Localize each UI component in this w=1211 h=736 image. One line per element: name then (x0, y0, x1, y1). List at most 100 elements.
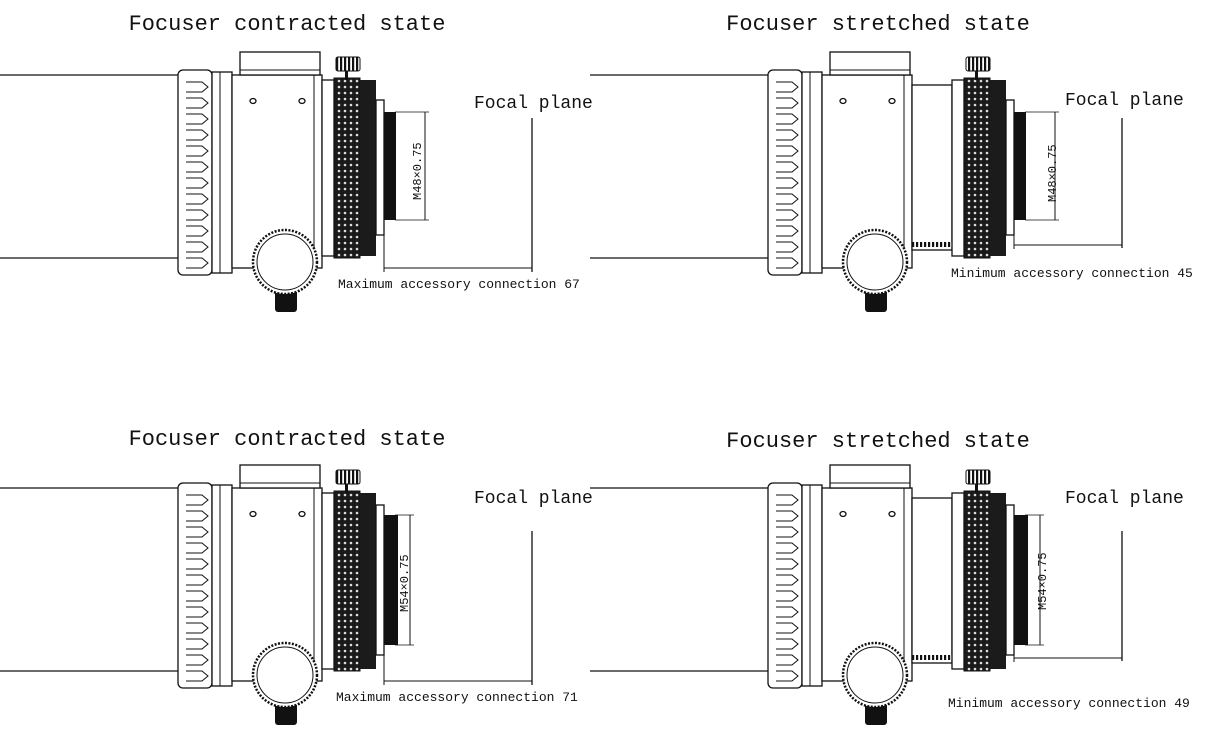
adapter (1005, 504, 1015, 656)
ring-rib (186, 638, 209, 650)
ring-rib (776, 574, 799, 586)
focus-knob (251, 228, 319, 296)
focus-knob-fine (865, 703, 887, 725)
ring-rib (186, 209, 209, 221)
focuser-ring-base (321, 492, 335, 670)
ring-rib (186, 494, 209, 506)
lock-screw-knob (965, 469, 991, 485)
thread-label: M54×0.75 (1036, 552, 1050, 610)
ring-rib (776, 526, 799, 538)
ring-rib (776, 97, 799, 109)
adapter (1005, 99, 1015, 236)
focuser-ring-base (321, 79, 335, 257)
ring-band (990, 493, 1006, 669)
focuser-ring-base (951, 79, 965, 257)
ring-band (360, 80, 376, 256)
ring-rib (776, 177, 799, 189)
ring-rib (186, 81, 209, 93)
focuser-ring-base (951, 492, 965, 670)
ring-rib (186, 257, 209, 269)
ring-rib (776, 113, 799, 125)
screw-hole (298, 510, 306, 518)
focus-knob-fine (865, 290, 887, 312)
panel-top-left: Focuser contracted state Focal plane M48… (0, 12, 593, 312)
focus-knob-inner (846, 646, 904, 704)
lock-screw-knob (335, 469, 361, 485)
focal-plane-label: Focal plane (474, 94, 593, 114)
connection-label: Maximum accessory connection 71 (336, 690, 578, 705)
panel-title: Focuser contracted state (129, 12, 446, 37)
thread-adapter (1014, 515, 1028, 645)
ring-rib (186, 670, 209, 682)
ring-rib (776, 209, 799, 221)
ring-rib (186, 113, 209, 125)
thread-label: M48×0.75 (411, 142, 425, 200)
screw-hole (249, 510, 257, 518)
panel-title: Focuser stretched state (726, 429, 1030, 454)
ring-rib (776, 241, 799, 253)
thread-adapter (384, 515, 398, 645)
ring-rib (186, 145, 209, 157)
focus-knob (841, 641, 909, 709)
collar (211, 71, 233, 274)
ring-rib (776, 145, 799, 157)
screw-hole (298, 97, 306, 105)
mount-rail (239, 464, 321, 489)
connection-label: Minimum accessory connection 45 (951, 266, 1193, 281)
draw-tube (911, 497, 953, 664)
ring-rib (186, 622, 209, 634)
ring-rib (186, 241, 209, 253)
focal-plane-label: Focal plane (1065, 91, 1184, 111)
lock-screw-stem (975, 70, 978, 80)
focus-knob-fine (275, 290, 297, 312)
ring-rib (776, 622, 799, 634)
ring-rib (776, 510, 799, 522)
knurled-ring (333, 77, 361, 259)
ring-rib (186, 161, 209, 173)
ring-rib (186, 177, 209, 189)
ring-rib (776, 494, 799, 506)
ring-rib (186, 97, 209, 109)
ring-rib (186, 510, 209, 522)
screw-hole (888, 510, 896, 518)
ring-rib (776, 129, 799, 141)
ring-band (990, 80, 1006, 256)
focus-knob-inner (846, 233, 904, 291)
ring-rib (186, 590, 209, 602)
focus-knob-inner (256, 233, 314, 291)
rack-gear (912, 242, 952, 247)
connection-label: Minimum accessory connection 49 (948, 696, 1190, 711)
ring-rib (186, 542, 209, 554)
collar (211, 484, 233, 687)
ring-rib (776, 257, 799, 269)
focal-plane-label: Focal plane (1065, 489, 1184, 509)
knurled-ring (333, 490, 361, 672)
screw-hole (249, 97, 257, 105)
collar (801, 484, 823, 687)
lock-screw-knob (965, 56, 991, 72)
focus-knob-inner (256, 646, 314, 704)
ring-rib (776, 654, 799, 666)
adapter (375, 504, 385, 656)
screw-hole (839, 510, 847, 518)
screw-hole (839, 97, 847, 105)
thread-label: M54×0.75 (398, 554, 412, 612)
ring-rib (776, 161, 799, 173)
ring-rib (776, 590, 799, 602)
mount-rail (239, 51, 321, 76)
lock-screw-stem (975, 483, 978, 493)
focal-plane-label: Focal plane (474, 489, 593, 509)
screw-hole (888, 97, 896, 105)
panel-title: Focuser stretched state (726, 12, 1030, 37)
focus-knob (841, 228, 909, 296)
ring-rib (776, 193, 799, 205)
ring-rib (186, 606, 209, 618)
ring-band (360, 493, 376, 669)
ring-rib (186, 225, 209, 237)
ring-rib (776, 670, 799, 682)
ring-rib (776, 558, 799, 570)
ring-rib (776, 606, 799, 618)
ring-rib (186, 526, 209, 538)
thread-adapter (1014, 112, 1026, 220)
